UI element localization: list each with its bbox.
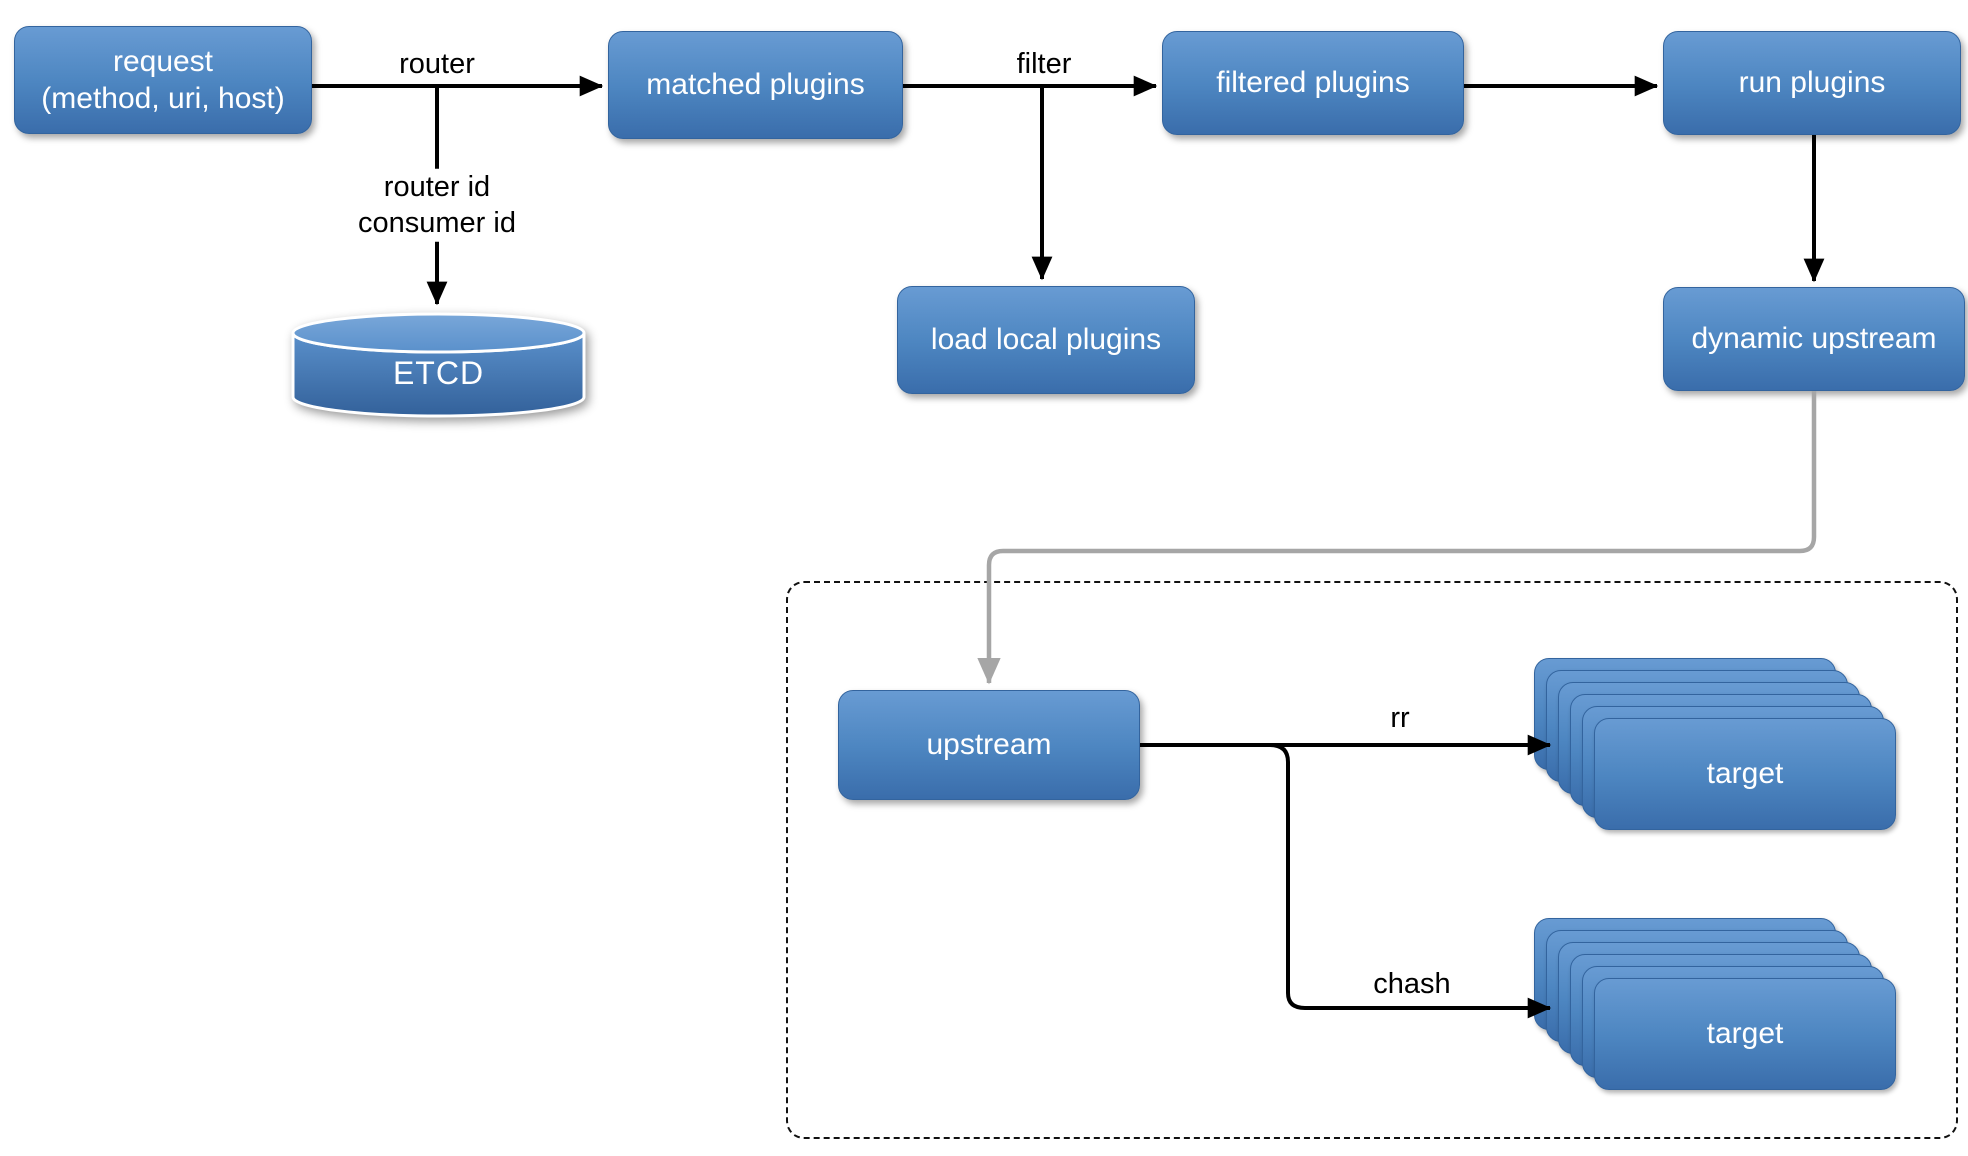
dynamic-upstream-label: dynamic upstream [1691, 322, 1937, 356]
node-matched-plugins: matched plugins [608, 31, 903, 139]
target-chash-label: target [1706, 1017, 1784, 1050]
node-target-rr-stack: target [1534, 658, 1898, 832]
node-dynamic-upstream: dynamic upstream [1663, 287, 1965, 391]
edge-label-chash: chash [1365, 965, 1459, 1003]
target-card-front: target [1594, 718, 1896, 830]
edge-label-router: router [391, 45, 483, 83]
node-etcd: ETCD [290, 311, 587, 421]
upstream-label: upstream [926, 728, 1052, 762]
edge-label-consumer-id: consumer id [358, 207, 516, 239]
node-filtered-plugins: filtered plugins [1162, 31, 1464, 135]
load-local-plugins-label: load local plugins [930, 323, 1162, 357]
edge-label-filter: filter [1008, 45, 1080, 83]
filtered-plugins-label: filtered plugins [1216, 66, 1410, 100]
etcd-cylinder-shape [291, 312, 586, 418]
node-load-local-plugins: load local plugins [897, 286, 1195, 394]
edge-label-router-id: router id [383, 170, 491, 203]
target-card-front: target [1594, 978, 1896, 1090]
node-run-plugins: run plugins [1663, 31, 1961, 135]
node-request: request (method, uri, host) [14, 26, 312, 134]
edge-label-rr: rr [1382, 699, 1418, 737]
node-request-label: request (method, uri, host) [41, 43, 284, 118]
request-line1: request [112, 44, 214, 78]
request-line2: (method, uri, host) [41, 82, 285, 115]
node-upstream: upstream [838, 690, 1140, 800]
run-plugins-label: run plugins [1738, 66, 1886, 100]
node-target-chash-stack: target [1534, 918, 1898, 1092]
etcd-label: ETCD [392, 355, 485, 391]
target-rr-label: target [1706, 757, 1784, 790]
edge-label-router-consumer-id: router id consumer id [350, 168, 524, 242]
matched-plugins-label: matched plugins [646, 68, 865, 102]
